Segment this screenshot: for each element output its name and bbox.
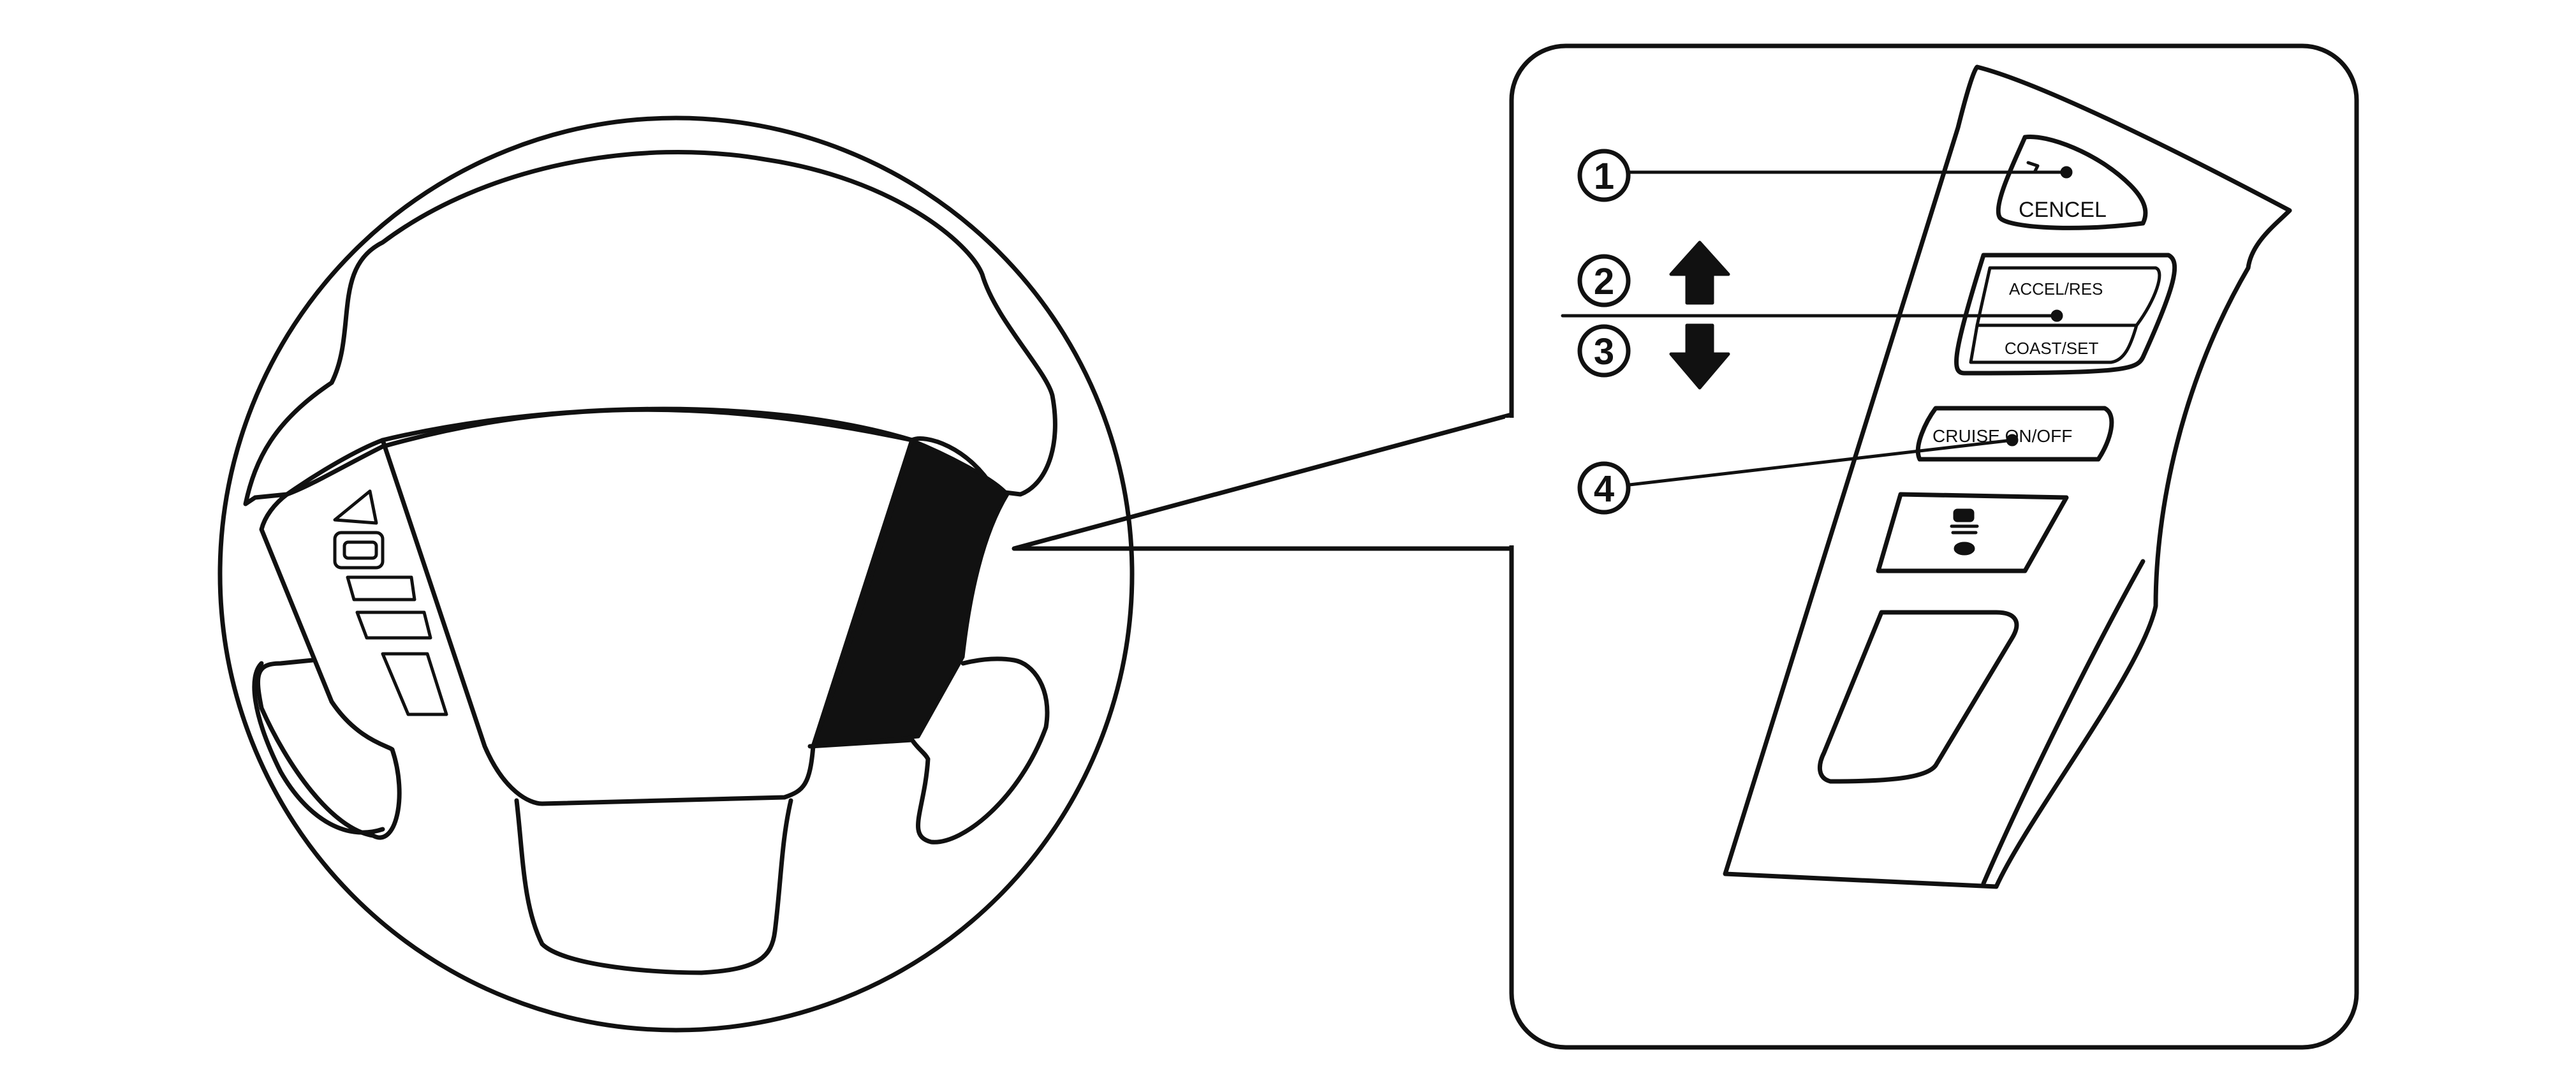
detail-panel: CENCEL ACCEL/RES COAST/SET CRUISE ON/OFF bbox=[1505, 43, 2359, 1050]
wheel-outer-rim bbox=[217, 115, 1135, 1033]
cancel-button-label: CENCEL bbox=[2019, 198, 2107, 222]
wheel-left-spoke-lower bbox=[252, 661, 385, 835]
accel-res-label: ACCEL/RES bbox=[2009, 279, 2103, 299]
distance-button[interactable] bbox=[1876, 492, 2069, 573]
cancel-button[interactable] bbox=[1996, 134, 2148, 230]
zoom-leader-gap bbox=[1505, 418, 1518, 545]
left-switch-5 bbox=[381, 652, 448, 716]
coast-set-label: COAST/SET bbox=[2005, 339, 2098, 358]
zoom-leader-lines bbox=[1012, 412, 1514, 551]
callout-1: 1 bbox=[1577, 149, 1631, 202]
svg-text:3: 3 bbox=[1594, 331, 1614, 373]
down-arrow-icon bbox=[1669, 323, 1730, 390]
callout-leader-4 bbox=[1628, 438, 2014, 487]
left-switch-cluster bbox=[333, 489, 448, 716]
cruise-switch-highlight bbox=[811, 438, 1010, 748]
left-switch-4 bbox=[355, 610, 432, 640]
callout-4: 4 bbox=[1577, 461, 1631, 515]
wheel-left-spoke bbox=[256, 492, 402, 840]
accel-coast-rocker-outer bbox=[1954, 253, 2177, 376]
wheel-hub bbox=[380, 438, 915, 806]
detail-frame bbox=[1509, 43, 2359, 1050]
callout-dot-4 bbox=[2006, 434, 2019, 447]
lower-switch-slot bbox=[1817, 610, 2019, 784]
left-switch-3 bbox=[346, 575, 416, 602]
callout-3: 3 bbox=[1577, 324, 1631, 378]
coast-set-button[interactable] bbox=[1969, 323, 2138, 364]
up-arrow-icon bbox=[1669, 240, 1730, 305]
wheel-bottom-spoke bbox=[514, 798, 793, 975]
callout-dot-23 bbox=[2050, 309, 2063, 322]
switch-panel-edge bbox=[1981, 559, 2145, 886]
steering-wheel bbox=[217, 115, 1135, 1033]
svg-text:1: 1 bbox=[1594, 156, 1614, 197]
callout-dot-1 bbox=[2060, 166, 2073, 179]
svg-text:4: 4 bbox=[1594, 468, 1614, 510]
switch-panel-outline bbox=[1723, 64, 2292, 889]
cruise-onoff-button[interactable] bbox=[1915, 406, 2114, 462]
callout-2: 2 bbox=[1577, 254, 1631, 307]
left-switch-2-inner bbox=[342, 540, 378, 560]
wheel-right-spoke bbox=[909, 656, 1050, 845]
cruise-onoff-label: CRUISE ON/OFF bbox=[1932, 426, 2072, 446]
cancel-button-notch bbox=[2026, 161, 2040, 174]
svg-text:2: 2 bbox=[1594, 261, 1614, 302]
left-switch-1 bbox=[333, 489, 378, 525]
left-switch-2 bbox=[333, 531, 385, 570]
vehicle-distance-icon bbox=[1950, 508, 1979, 556]
wheel-upper-spoke bbox=[284, 406, 915, 497]
